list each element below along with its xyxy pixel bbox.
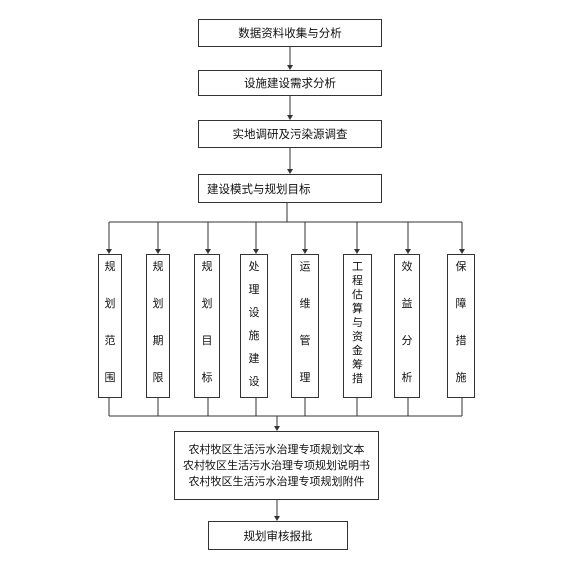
step-field-survey: 实地调研及污染源调查	[198, 120, 382, 148]
step-field-survey-label: 实地调研及污染源调查	[232, 127, 348, 141]
column-box: 规划目标	[194, 254, 220, 398]
step-demand-analysis: 设施建设需求分析	[198, 70, 382, 96]
step-construction-mode: 建设模式与规划目标	[198, 174, 382, 203]
column-box: 效益分析	[394, 254, 420, 398]
column-label: 规划期限	[152, 260, 164, 384]
column-box: 规划期限	[146, 254, 170, 398]
column-label: 规划目标	[201, 260, 213, 384]
column-box: 规划范围	[98, 254, 122, 398]
column-label: 保障措施	[455, 260, 467, 384]
step-data-collection: 数据资料收集与分析	[198, 19, 382, 47]
column-label: 规划范围	[104, 260, 116, 384]
step-demand-analysis-label: 设施建设需求分析	[244, 76, 336, 90]
output-explanation-doc: 农村牧区生活污水治理专项规划说明书	[183, 458, 370, 472]
output-text-doc: 农村牧区生活污水治理专项规划文本	[188, 442, 365, 456]
step-approval: 规划审核报批	[208, 521, 348, 550]
output-appendix-doc: 农村牧区生活污水治理专项规划附件	[188, 474, 365, 488]
column-label: 运维管理	[299, 260, 311, 384]
step-data-collection-label: 数据资料收集与分析	[238, 26, 342, 40]
column-box: 处理设施建设	[240, 254, 268, 398]
column-box: 工程估算与资金筹措	[343, 254, 372, 398]
column-label: 处理设施建设	[248, 260, 260, 388]
column-label: 效益分析	[401, 260, 413, 384]
column-box: 保障措施	[447, 254, 475, 398]
step-approval-label: 规划审核报批	[243, 528, 313, 543]
step-construction-mode-label: 建设模式与规划目标	[207, 181, 311, 196]
column-box: 运维管理	[291, 254, 319, 398]
column-label: 工程估算与资金筹措	[352, 260, 363, 385]
output-documents-box: 农村牧区生活污水治理专项规划文本 农村牧区生活污水治理专项规划说明书 农村牧区生…	[174, 431, 379, 500]
